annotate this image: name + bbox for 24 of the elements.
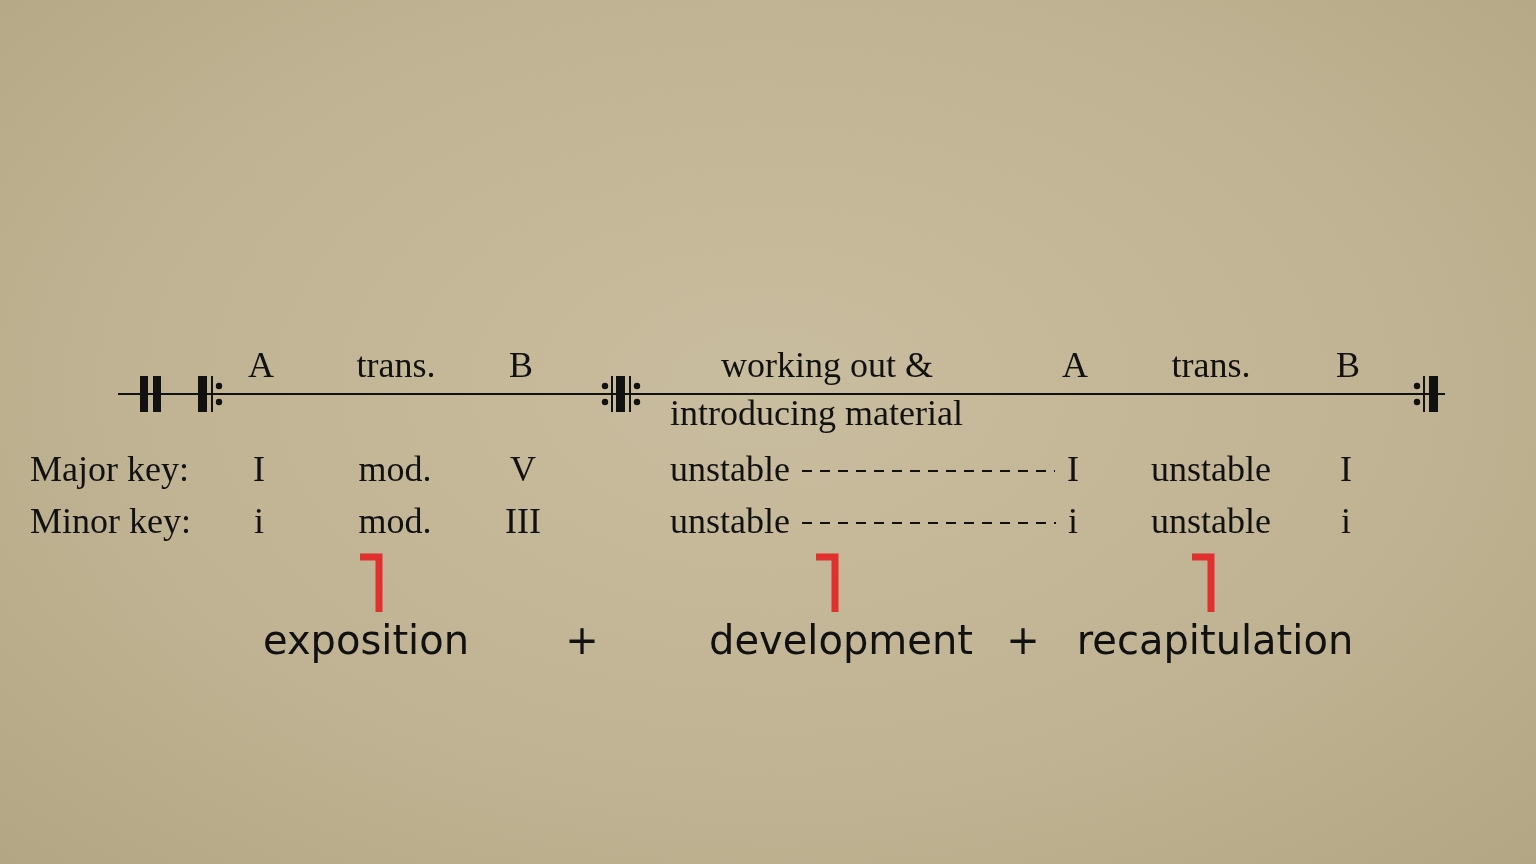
section-label: A — [1062, 345, 1088, 385]
section-label: trans. — [356, 345, 436, 385]
row-heading: Minor key: — [30, 501, 191, 541]
key-label: unstable — [1151, 501, 1271, 541]
plus-sign: + — [1006, 620, 1040, 660]
row-heading: Major key: — [30, 449, 189, 489]
section-label: trans. — [1171, 345, 1251, 385]
key-label: unstable — [1151, 449, 1271, 489]
plus-sign: + — [565, 620, 599, 660]
section-label: A — [248, 345, 274, 385]
key-label: i — [1068, 501, 1078, 541]
key-label: I — [1067, 449, 1079, 489]
key-label: mod. — [358, 449, 432, 489]
key-label: i — [1341, 501, 1351, 541]
key-label: i — [254, 501, 264, 541]
key-label: mod. — [358, 501, 432, 541]
key-label: V — [510, 449, 536, 489]
key-label: III — [505, 501, 541, 541]
key-label: unstable — [670, 449, 790, 489]
key-label: I — [253, 449, 265, 489]
key-label: unstable — [670, 501, 790, 541]
section-label: B — [509, 345, 533, 385]
key-label: I — [1340, 449, 1352, 489]
section-label: B — [1336, 345, 1360, 385]
